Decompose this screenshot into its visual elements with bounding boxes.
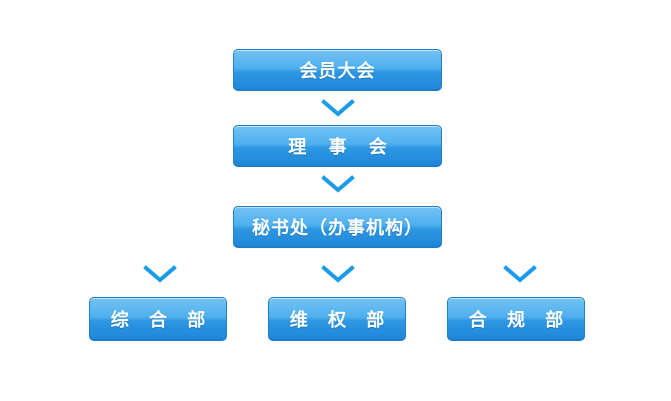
node-general-dept: 综 合 部	[89, 297, 227, 341]
node-members-assembly: 会员大会	[233, 49, 442, 91]
chevron-down-icon	[143, 265, 177, 283]
chevron-down-icon	[321, 175, 355, 193]
chevron-down-icon	[321, 99, 355, 117]
node-rights-dept: 维 权 部	[268, 297, 406, 341]
node-council: 理 事 会	[233, 125, 442, 167]
chevron-down-icon	[321, 265, 355, 283]
chevron-down-icon	[503, 265, 537, 283]
node-secretariat: 秘书处（办事机构）	[233, 206, 442, 248]
node-compliance-dept: 合 规 部	[447, 297, 585, 341]
